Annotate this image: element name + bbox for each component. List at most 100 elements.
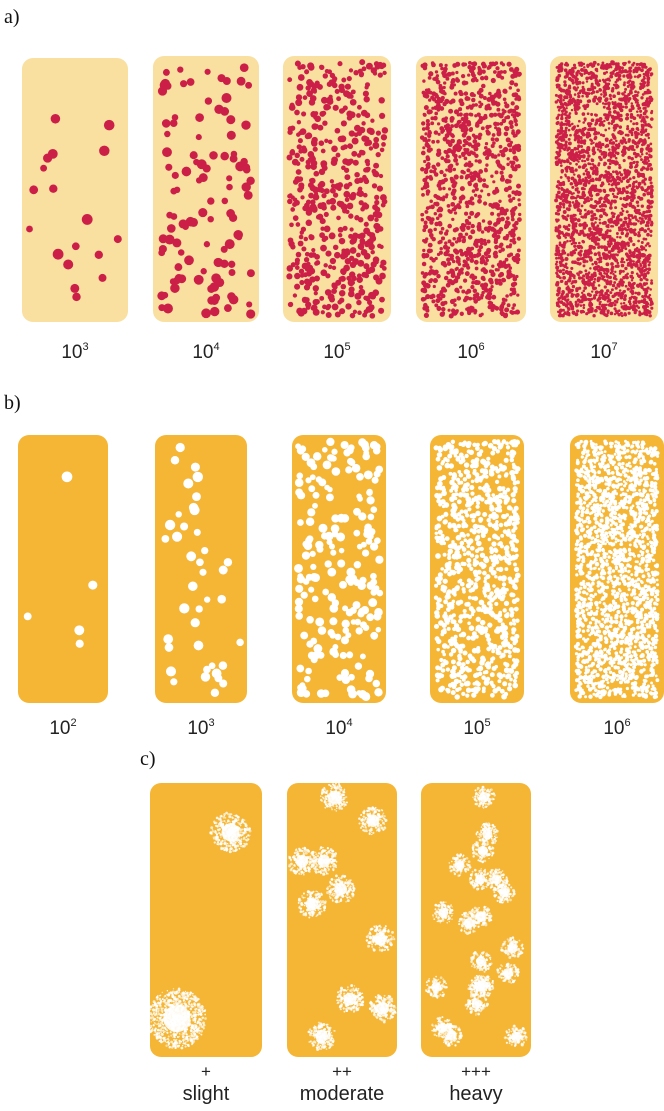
colony-dot bbox=[643, 311, 646, 314]
colony-dot bbox=[332, 303, 339, 310]
colony-dot bbox=[382, 71, 386, 75]
colony-dot bbox=[615, 300, 618, 303]
colony-dot bbox=[566, 92, 570, 96]
colony-dot bbox=[349, 130, 355, 136]
colony-dot bbox=[651, 110, 654, 113]
plaque-hole bbox=[330, 550, 336, 556]
plaque-hole bbox=[449, 496, 455, 502]
plaque-hole bbox=[464, 454, 468, 458]
colony-dot bbox=[590, 188, 593, 191]
colony-dot bbox=[556, 205, 560, 209]
colony-dot bbox=[477, 199, 482, 204]
colony-dot bbox=[512, 240, 516, 244]
plaque-hole bbox=[295, 478, 304, 487]
colony-dot bbox=[431, 140, 435, 144]
colony-dot bbox=[511, 207, 516, 212]
colony-dot bbox=[581, 149, 585, 153]
colony-dot bbox=[452, 153, 456, 157]
colony-dot bbox=[595, 193, 598, 196]
colony-dot bbox=[432, 77, 435, 80]
colony-dot bbox=[347, 76, 352, 81]
colony-dot bbox=[648, 245, 651, 248]
colony-dot bbox=[616, 232, 619, 235]
colony-dot bbox=[428, 131, 432, 135]
colony-dot bbox=[29, 185, 38, 194]
colony-dot bbox=[649, 155, 653, 159]
colony-dot bbox=[295, 265, 300, 270]
colony-dot bbox=[616, 124, 619, 127]
colony-dot bbox=[329, 232, 336, 239]
colony-dot bbox=[493, 62, 497, 66]
colony-dot bbox=[565, 117, 568, 120]
colony-dot bbox=[638, 310, 641, 313]
colony-dot bbox=[610, 139, 613, 142]
plaque-hole bbox=[486, 518, 491, 523]
colony-dot bbox=[444, 178, 448, 182]
colony-dot bbox=[170, 283, 179, 292]
colony-dot bbox=[502, 109, 505, 112]
colony-dot bbox=[593, 151, 596, 154]
colony-dot bbox=[465, 291, 469, 295]
colony-dot bbox=[562, 243, 566, 247]
plaque-hole bbox=[494, 602, 498, 606]
colony-dot bbox=[585, 70, 589, 74]
plaque-hole bbox=[163, 634, 173, 644]
colony-dot bbox=[570, 182, 574, 186]
colony-dot bbox=[558, 225, 562, 229]
colony-dot bbox=[439, 89, 443, 93]
plaque-hole bbox=[331, 514, 339, 522]
colony-dot bbox=[563, 80, 566, 83]
plaque-hole bbox=[325, 560, 332, 567]
colony-dot bbox=[589, 276, 592, 279]
colony-dot bbox=[509, 243, 512, 246]
plaque-hole bbox=[467, 449, 471, 453]
colony-dot bbox=[104, 120, 115, 131]
colony-dot bbox=[598, 141, 602, 145]
colony-dot bbox=[513, 258, 517, 262]
plaque-hole bbox=[442, 630, 447, 635]
colony-dot bbox=[583, 290, 586, 293]
colony-dot bbox=[429, 177, 433, 181]
colony-dot bbox=[237, 77, 246, 86]
colony-dot bbox=[336, 216, 341, 221]
colony-dot bbox=[447, 209, 450, 212]
colony-dot bbox=[621, 92, 624, 95]
colony-dot bbox=[610, 60, 614, 64]
colony-dot bbox=[450, 242, 455, 247]
colony-dot bbox=[470, 258, 475, 263]
colony-dot bbox=[480, 294, 484, 298]
colony-dot bbox=[507, 254, 510, 257]
colony-dot bbox=[560, 123, 563, 126]
plaque-hole bbox=[310, 463, 317, 470]
colony-dot bbox=[333, 192, 338, 197]
plaque-hole bbox=[310, 564, 316, 570]
colony-dot bbox=[450, 270, 455, 275]
colony-dot bbox=[556, 76, 560, 80]
colony-dot bbox=[608, 79, 611, 82]
colony-dot bbox=[349, 271, 355, 277]
colony-dot bbox=[469, 171, 473, 175]
colony-dot bbox=[437, 241, 441, 245]
colony-dot bbox=[650, 300, 653, 303]
colony-dot bbox=[573, 64, 576, 67]
colony-dot bbox=[361, 121, 365, 125]
colony-dot bbox=[450, 124, 454, 128]
colony-dot bbox=[559, 133, 561, 135]
colony-dot bbox=[448, 279, 452, 283]
colony-dot bbox=[444, 241, 447, 244]
colony-dot bbox=[508, 273, 513, 278]
colony-dot bbox=[201, 268, 207, 274]
colony-dot bbox=[632, 305, 636, 309]
colony-dot bbox=[643, 102, 646, 105]
colony-dot bbox=[572, 67, 575, 70]
colony-dot bbox=[583, 222, 586, 225]
colony-dot bbox=[603, 85, 607, 89]
colony-dot bbox=[512, 291, 516, 295]
plaque-hole bbox=[451, 690, 456, 695]
colony-dot bbox=[596, 224, 599, 227]
colony-dot bbox=[450, 116, 455, 121]
colony-dot bbox=[561, 249, 565, 253]
colony-dot bbox=[294, 110, 300, 116]
plaque-hole bbox=[472, 443, 476, 447]
colony-dot bbox=[614, 127, 617, 130]
